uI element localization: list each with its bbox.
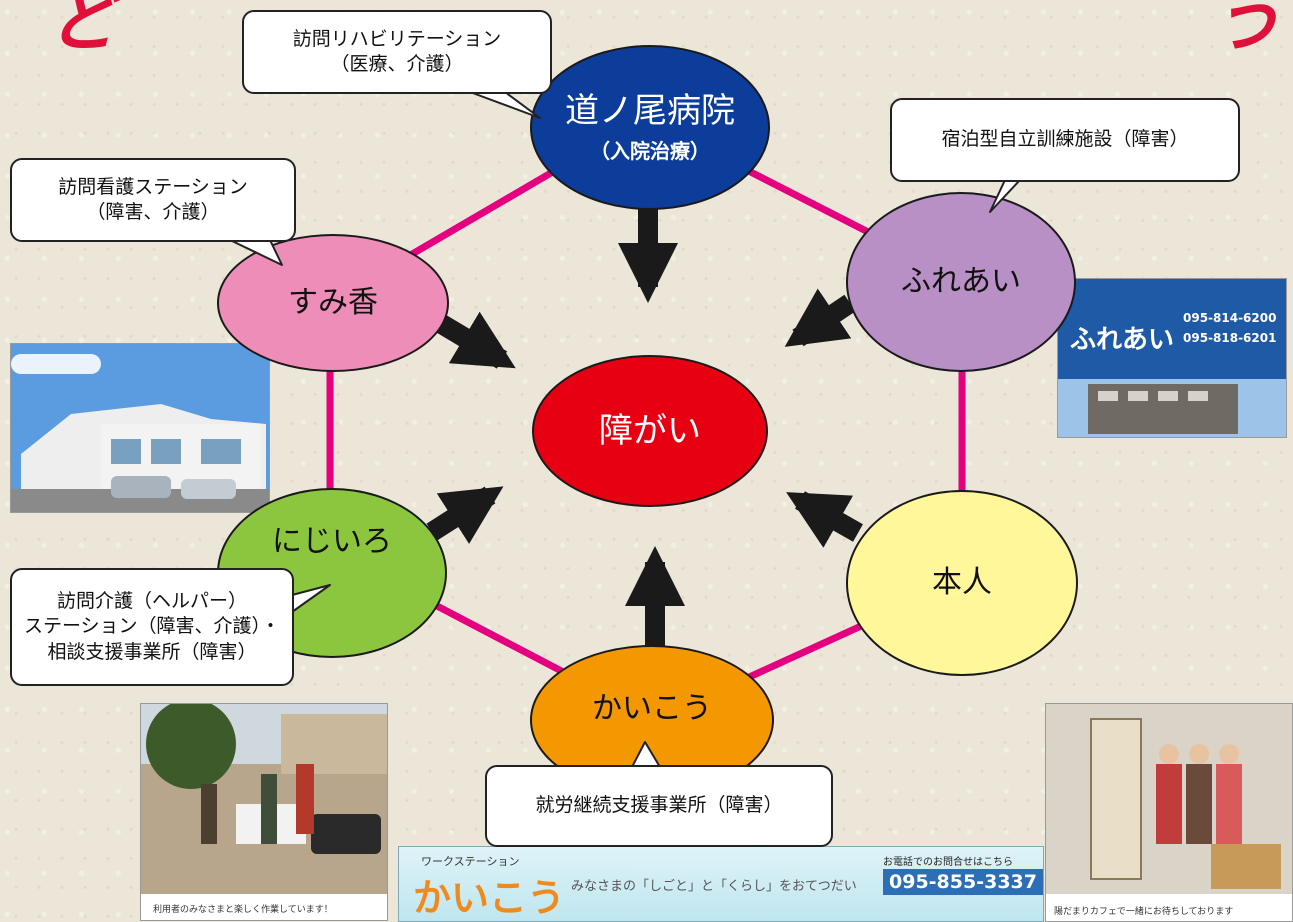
decorative-script-left: ど (48, 0, 118, 61)
cafe-photo: 陽だまりカフェで一緒にお待ちしております (1045, 703, 1293, 922)
michinoo-sub: （入院治療） (590, 139, 710, 164)
bubble-work-line-1: 就労継続支援事業所（障害） (535, 794, 783, 817)
decorative-script-right: う (1212, 0, 1282, 61)
outdoor-work-photo: 利用者のみなさまと楽しく作業しています！ (140, 703, 388, 921)
bubble-helper-line-3: 相談支援事業所（障害） (47, 640, 257, 663)
bubble-rehab-line-2: （医療、介護） (330, 53, 464, 75)
bubble-rehab-line-1: 訪問リハビリテーション (292, 27, 502, 50)
fureai-sign-fax: 095-818-6201 (1183, 331, 1277, 345)
bubble-home-helper: 訪問介護（ヘルパー） ステーション（障害、介護）・ 相談支援事業所（障害） (10, 568, 294, 686)
fureai-sign-tel: 095-814-6200 (1183, 311, 1277, 325)
outdoor-photo-caption: 利用者のみなさまと楽しく作業しています！ (153, 905, 333, 915)
node-honnin: 本人 (846, 490, 1078, 676)
bubble-helper-line-1: 訪問介護（ヘルパー） (56, 590, 247, 613)
bubble-nursing-line-1: 訪問看護ステーション (58, 175, 248, 198)
fureai-sign-logo: ふれあい (1070, 325, 1175, 355)
banner-logo: かいこう (413, 875, 566, 920)
building-photo (10, 343, 270, 513)
arrow-fureai-to-center (784, 288, 856, 347)
outdoor-work-illustration (141, 704, 387, 894)
banner-tel: 095-855-3337 (883, 869, 1043, 895)
node-fureai: ふれあい (846, 192, 1076, 372)
building-illustration (11, 344, 269, 512)
fureai-sign-photo: ふれあい 095-814-6200 095-818-6201 (1057, 278, 1287, 438)
node-center-disability: 障がい (532, 355, 768, 507)
cafe-photo-caption: 陽だまりカフェで一緒にお待ちしております (1054, 907, 1234, 917)
michinoo-name: 道ノ尾病院 (565, 90, 735, 131)
sumika-name: すみ香 (288, 285, 378, 320)
nijiiro-name: にじいろ (272, 524, 392, 559)
center-label: 障がい (599, 410, 701, 451)
node-michinoo-hospital: 道ノ尾病院 （入院治療） (530, 45, 770, 210)
tail-training (989, 179, 1021, 213)
node-sumika: すみ香 (217, 234, 449, 372)
tail-work (631, 741, 661, 768)
banner-call-label: お電話でのお問合せはこちら (883, 857, 1013, 868)
banner-station-label: ワークステーション (421, 855, 520, 868)
cafe-illustration (1046, 704, 1292, 894)
banner-slogan: みなさまの「しごと」と「くらし」をおてつだい (571, 879, 857, 894)
honnin-name: 本人 (932, 565, 992, 600)
arrow-honnin-to-center (786, 491, 863, 548)
tail-helper (291, 584, 331, 613)
tail-nursing (229, 239, 283, 266)
bubble-visit-nursing: 訪問看護ステーション （障害、介護） (10, 158, 296, 242)
bubble-training-line-1: 宿泊型自立訓練施設（障害） (941, 128, 1189, 151)
bubble-residential-training: 宿泊型自立訓練施設（障害） (890, 98, 1240, 182)
bubble-helper-line-2: ステーション（障害、介護）・ (23, 615, 281, 638)
arrow-nijiiro-to-center (426, 486, 504, 544)
fureai-name: ふれあい (901, 264, 1021, 299)
bubble-continuous-work: 就労継続支援事業所（障害） (485, 765, 833, 847)
arrow-sumika-to-center (429, 311, 516, 369)
bubble-visit-rehab: 訪問リハビリテーション （医療、介護） (242, 10, 552, 94)
kaikou-banner: ワークステーション かいこう みなさまの「しごと」と「くらし」をおてつだい お電… (398, 846, 1044, 922)
kaikou-name: かいこう (592, 691, 712, 726)
bubble-nursing-line-2: （障害、介護） (86, 201, 220, 223)
tail-rehab (469, 91, 541, 119)
fureai-sign-background (1058, 279, 1286, 437)
